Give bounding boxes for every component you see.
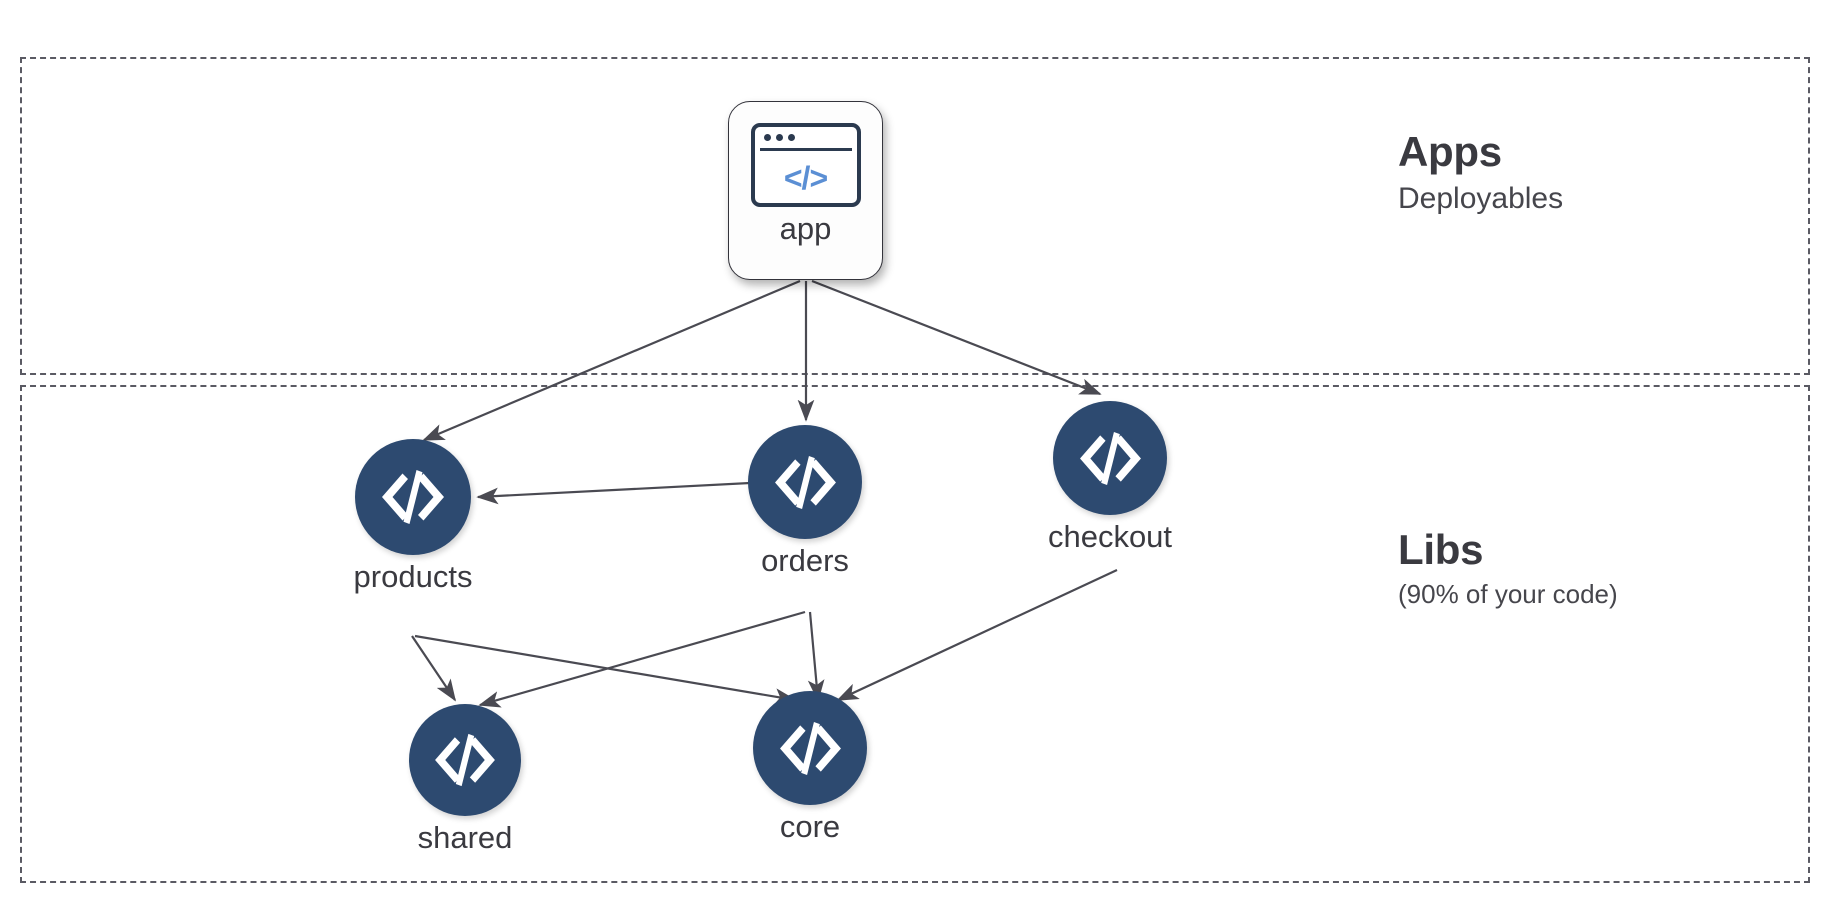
zone-apps-legend: Apps Deployables (1398, 127, 1563, 216)
browser-divider (759, 148, 852, 151)
browser-dots (763, 134, 795, 141)
zone-libs-subtitle: (90% of your code) (1398, 578, 1618, 609)
zone-libs-legend: Libs (90% of your code) (1398, 525, 1618, 609)
code-icon (753, 691, 867, 805)
zone-apps-title: Apps (1398, 128, 1502, 175)
zone-apps (20, 57, 1810, 375)
node-orders-label: orders (761, 543, 849, 578)
edge-products-to-core (414, 634, 797, 705)
edge-app-to-checkout (811, 279, 1102, 396)
edge-products-to-shared (411, 635, 456, 702)
code-icon (409, 704, 521, 816)
code-icon (748, 425, 862, 539)
node-checkout-label: checkout (1047, 519, 1173, 554)
edge-orders-to-core (807, 611, 825, 702)
edge-app-to-products (422, 279, 801, 442)
node-core-label: core (779, 809, 841, 844)
zone-libs-title: Libs (1398, 526, 1484, 573)
code-glyph: </> (783, 160, 828, 196)
code-icon (355, 439, 471, 555)
node-app-label: app (779, 211, 832, 246)
edge-checkout-to-core (836, 569, 1118, 701)
edge-orders-to-products (476, 481, 751, 505)
zone-libs (20, 385, 1810, 883)
node-app[interactable]: </> app (728, 101, 883, 280)
code-icon (1053, 401, 1167, 515)
edge-orders-to-shared (478, 610, 806, 708)
browser-code-icon: </> (750, 123, 861, 207)
node-products-label: products (353, 559, 473, 594)
zone-apps-subtitle: Deployables (1398, 181, 1564, 215)
node-shared-label: shared (417, 820, 513, 855)
